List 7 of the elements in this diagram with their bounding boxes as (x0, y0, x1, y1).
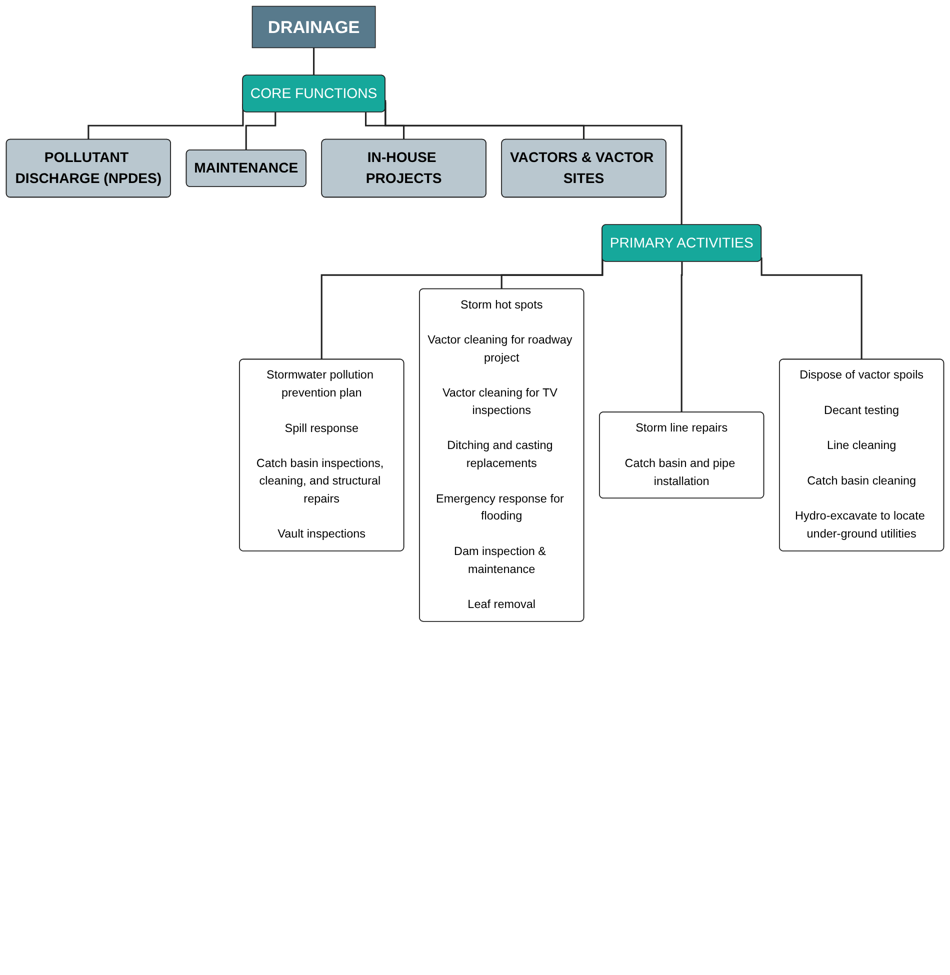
connector (680, 262, 683, 414)
connector (500, 258, 604, 290)
connector (245, 112, 276, 152)
connector (364, 112, 405, 140)
connector (760, 258, 863, 360)
node-box: DRAINAGE (252, 6, 376, 48)
connector (313, 48, 315, 76)
